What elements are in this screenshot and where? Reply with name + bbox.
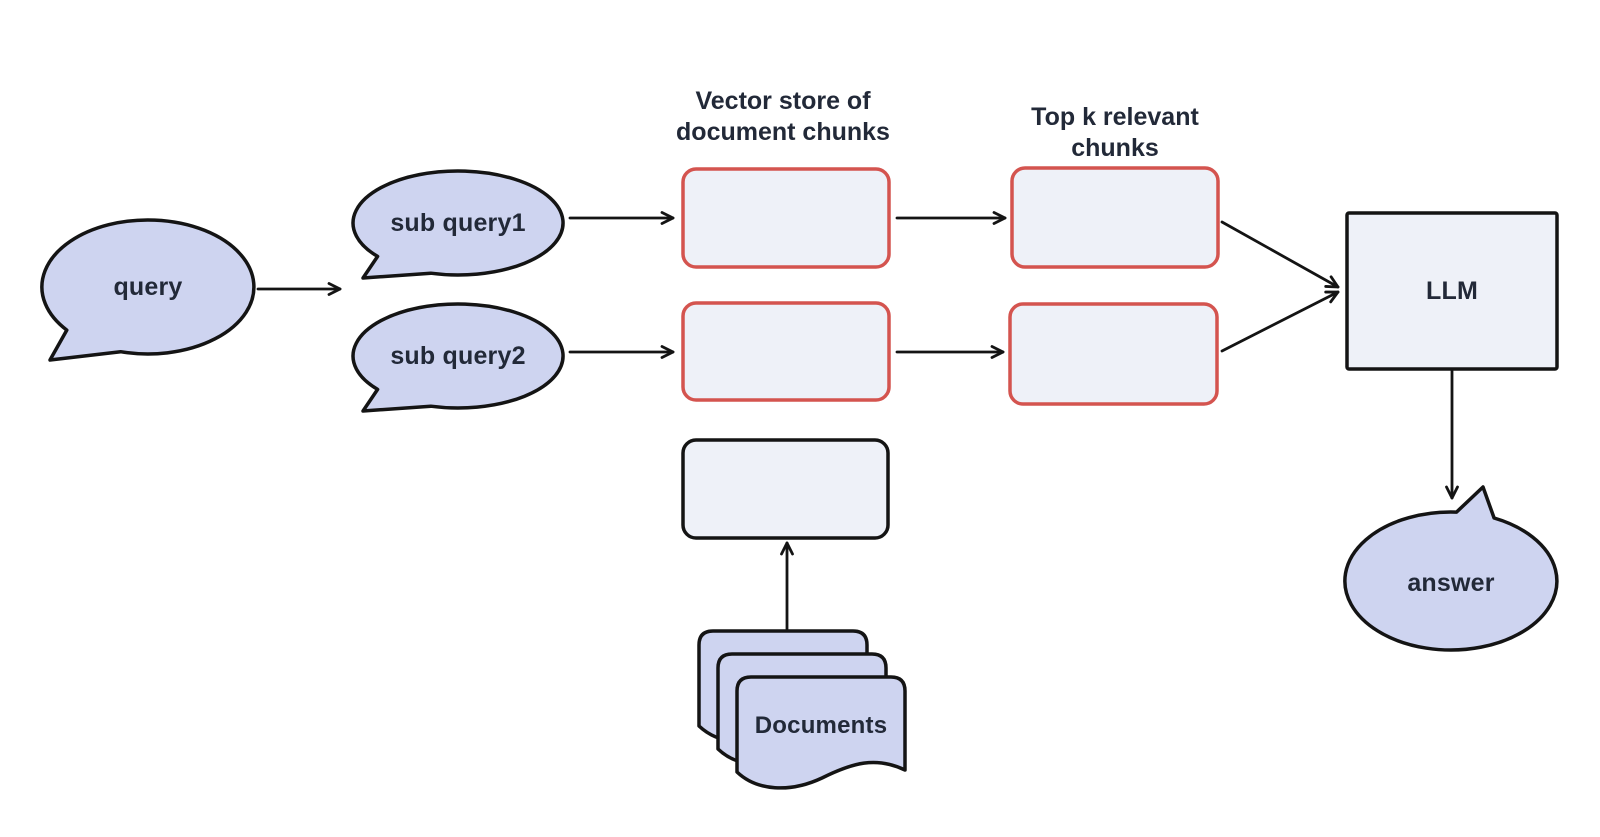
query-bubble-shape: [40, 218, 256, 362]
arrow-topk2-to-llm: [1220, 290, 1340, 353]
sub-query1-bubble-shape: [351, 169, 565, 280]
document-shape-front: [735, 675, 907, 790]
answer-bubble-shape: [1343, 485, 1559, 652]
arrow-topk1-to-llm: [1220, 220, 1340, 289]
sub-query2-bubble-shape: [351, 302, 565, 413]
vector-store-box-1: [681, 167, 891, 269]
top-k-box-1: [1010, 166, 1220, 269]
top-k-box-2: [1008, 302, 1219, 406]
llm-box: [1345, 211, 1559, 371]
vector-store-box-2: [681, 301, 891, 402]
ingest-box: [681, 438, 890, 540]
